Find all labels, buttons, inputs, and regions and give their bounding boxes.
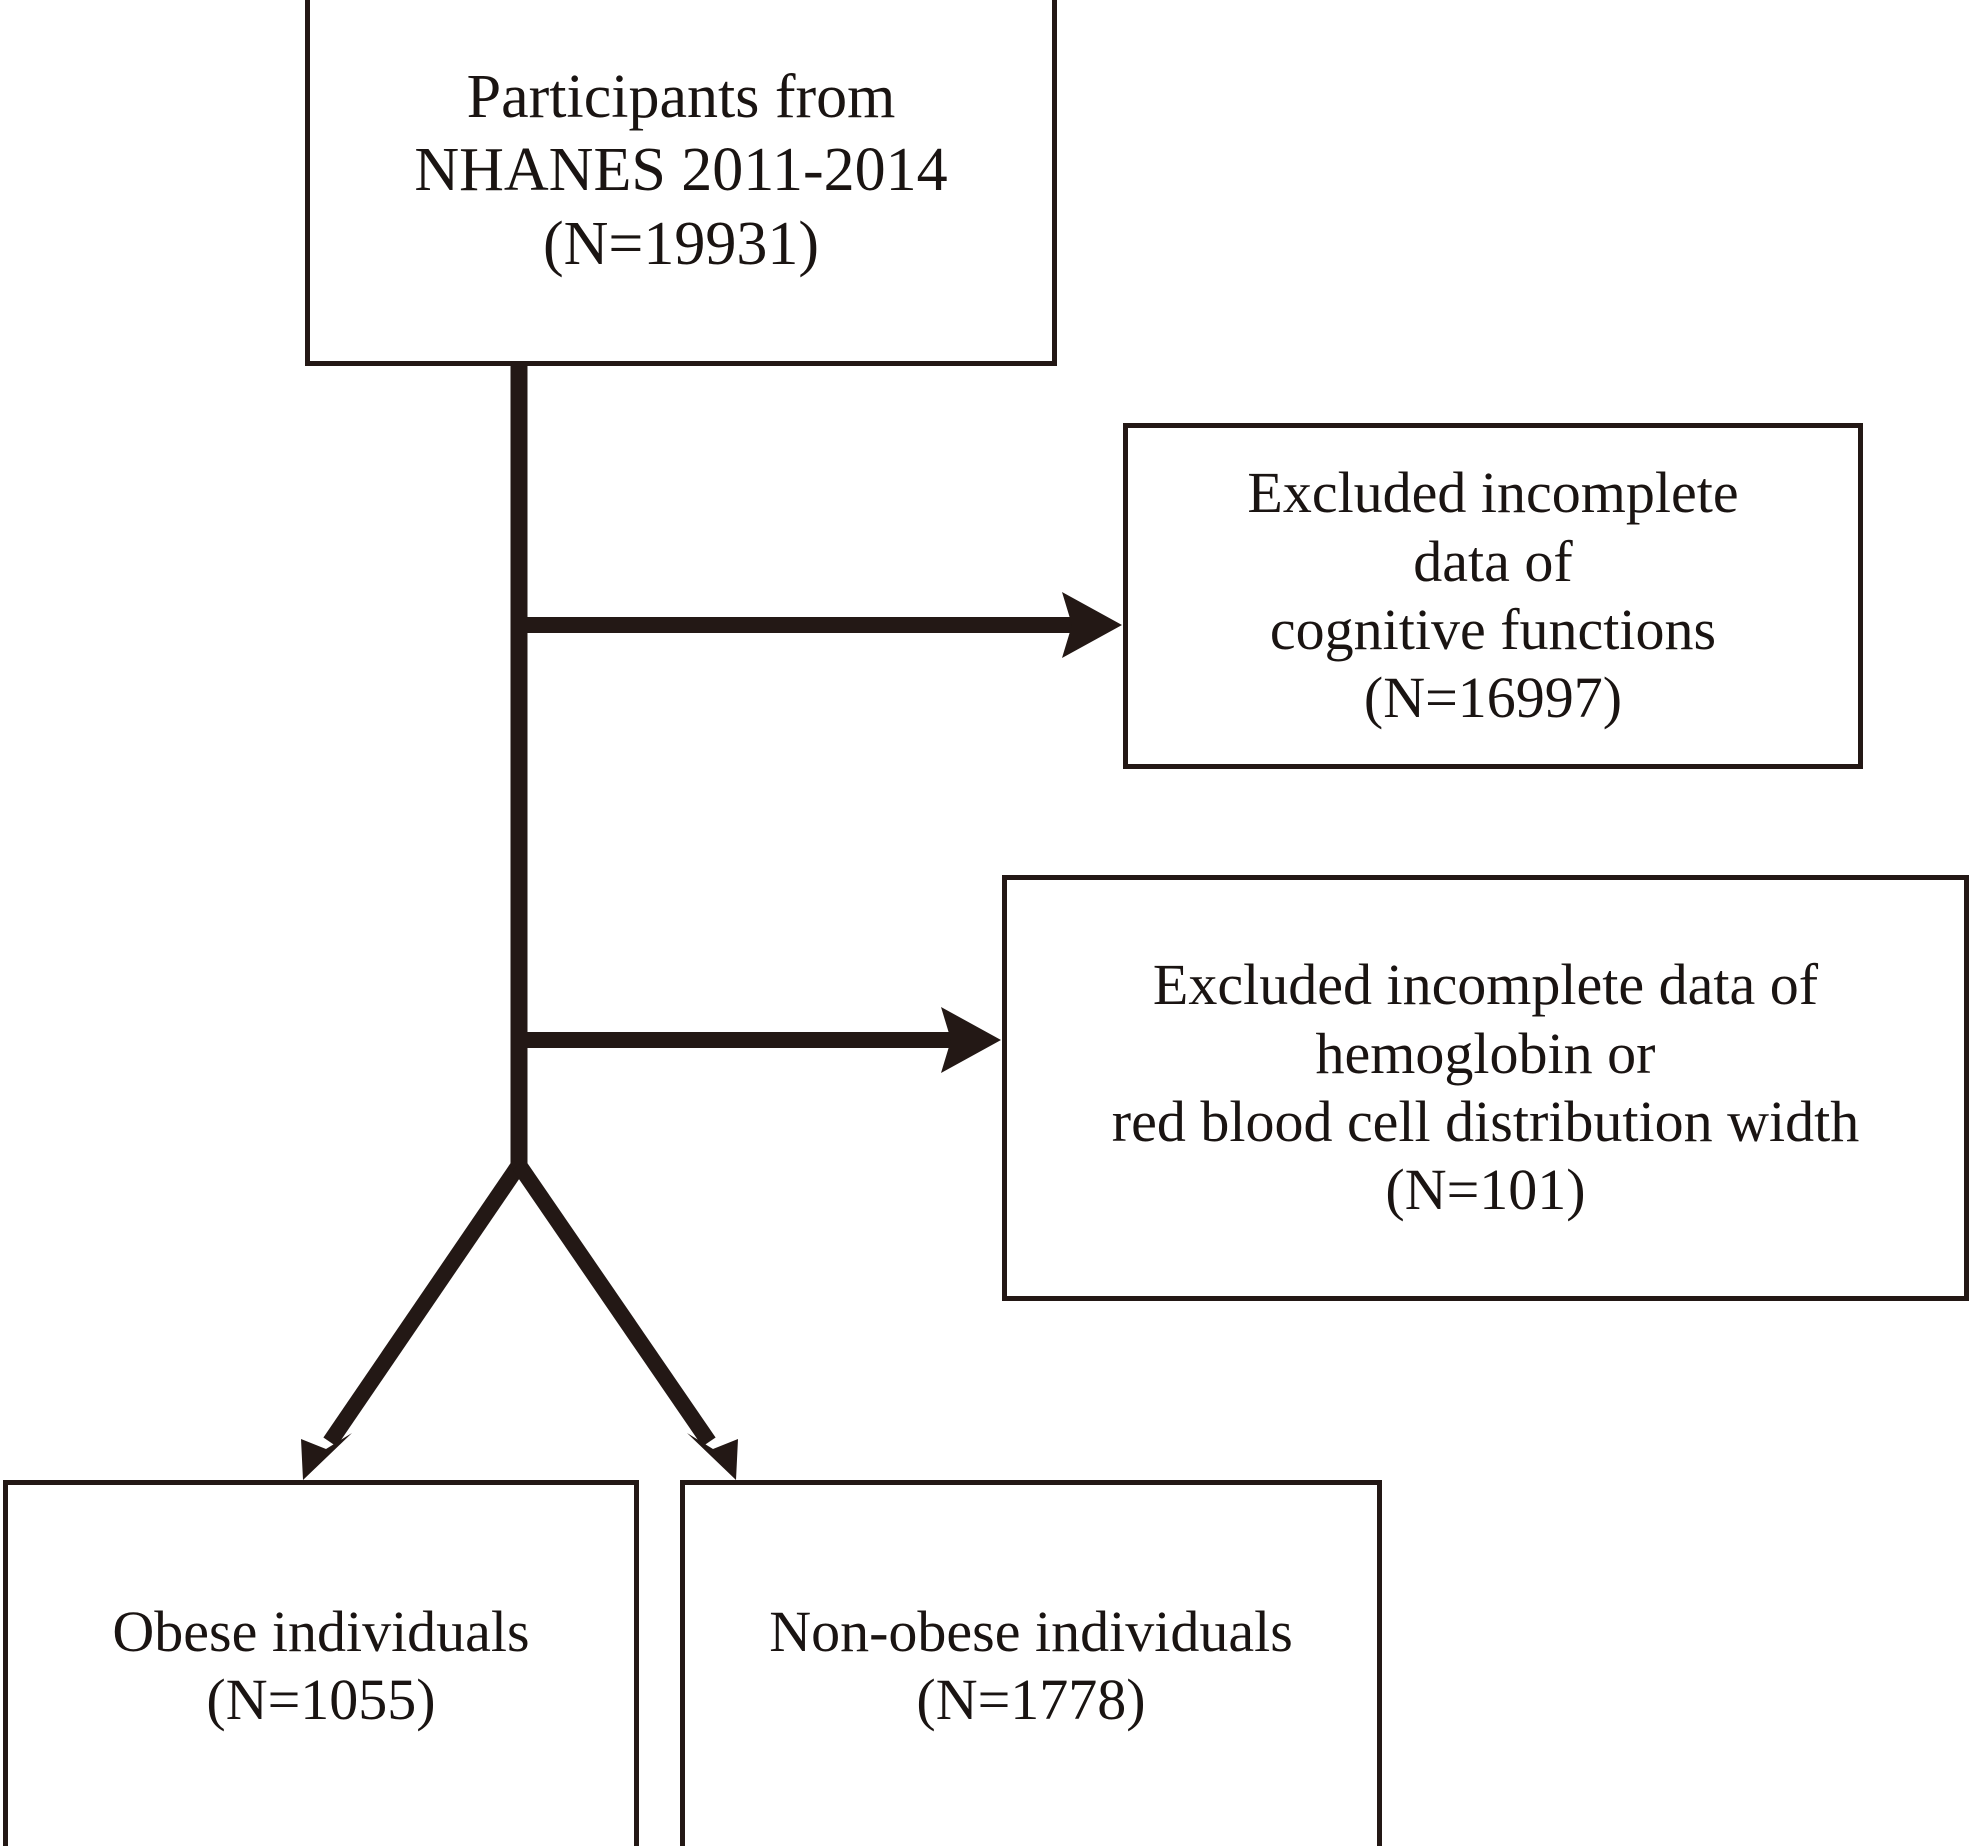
branch-arrow-non-obese-shaft xyxy=(512,1160,716,1447)
non-obese-group-text: Non-obese individuals (N=1778) xyxy=(685,1598,1377,1735)
branch-arrow-obese-shaft xyxy=(323,1160,526,1447)
excluded-cognitive-line-4: (N=16997) xyxy=(1363,665,1623,731)
excluded-cognitive-box: Excluded incomplete data of cognitive fu… xyxy=(1123,423,1863,769)
excluded-hemoglobin-text: Excluded incomplete data of hemoglobin o… xyxy=(1007,951,1964,1225)
source-population-line-2: NHANES 2011-2014 xyxy=(414,136,948,205)
source-population-text: Participants from NHANES 2011-2014 (N=19… xyxy=(310,61,1052,298)
excluded-hemoglobin-line-2: hemoglobin or xyxy=(1315,1020,1656,1086)
obese-group-line-2: (N=1055) xyxy=(206,1667,436,1732)
excluded-hemoglobin-line-3: red blood cell distribution width xyxy=(1111,1089,1860,1154)
obese-group-line-1: Obese individuals xyxy=(112,1598,530,1664)
branch-arrow-obese-head xyxy=(301,1433,352,1480)
non-obese-group-line-1: Non-obese individuals xyxy=(769,1598,1293,1664)
excluded-hemoglobin-line-4: (N=101) xyxy=(1385,1157,1586,1223)
obese-group-box: Obese individuals (N=1055) xyxy=(3,1480,639,1846)
non-obese-group-box: Non-obese individuals (N=1778) xyxy=(680,1480,1382,1846)
excluded-hemoglobin-box: Excluded incomplete data of hemoglobin o… xyxy=(1002,875,1969,1301)
excluded-hemoglobin-line-1: Excluded incomplete data of xyxy=(1152,952,1819,1018)
source-population-line-1: Participants from xyxy=(466,63,896,132)
exclusion-arrow-hemoglobin-head xyxy=(941,1007,1001,1073)
exclusion-arrow-cognitive-head xyxy=(1062,592,1122,658)
branch-arrow-non-obese-head xyxy=(687,1433,738,1480)
excluded-cognitive-line-1: Excluded incomplete xyxy=(1247,460,1739,526)
excluded-cognitive-line-2: data of xyxy=(1413,528,1573,594)
excluded-cognitive-text: Excluded incomplete data of cognitive fu… xyxy=(1128,459,1858,733)
non-obese-group-line-2: (N=1778) xyxy=(916,1667,1146,1732)
obese-group-text: Obese individuals (N=1055) xyxy=(8,1598,634,1735)
source-population-box: Participants from NHANES 2011-2014 (N=19… xyxy=(305,0,1057,366)
source-population-line-3: (N=19931) xyxy=(542,209,820,278)
excluded-cognitive-line-3: cognitive functions xyxy=(1269,597,1717,662)
